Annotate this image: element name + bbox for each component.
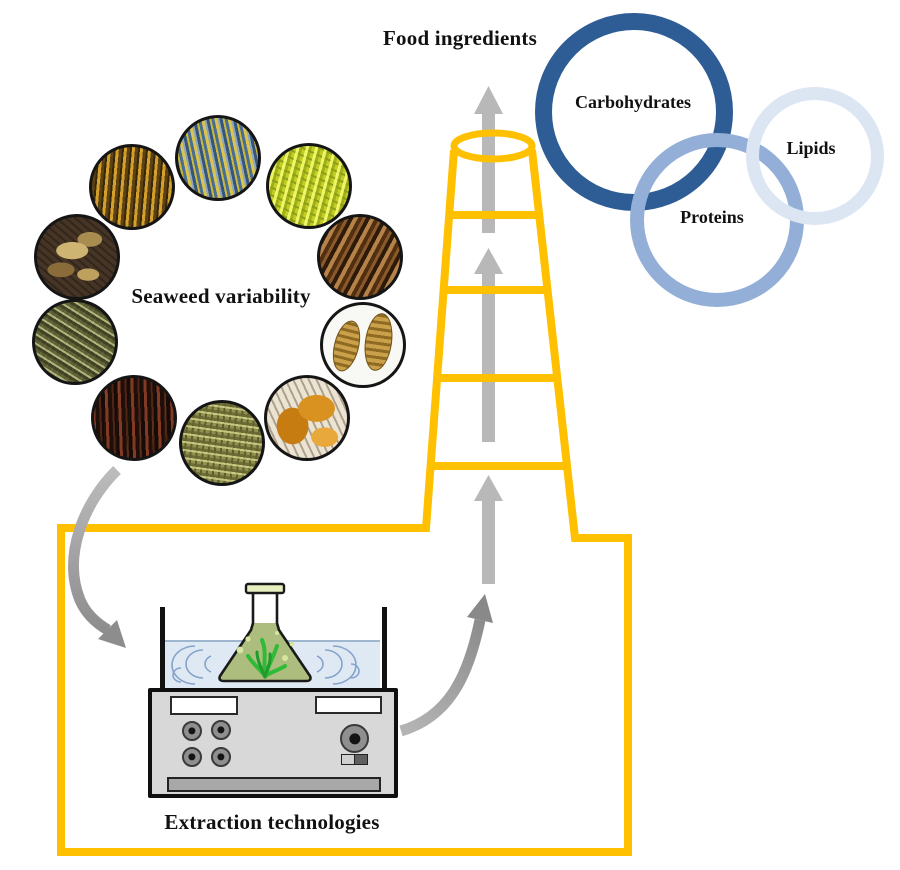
connector-arrows	[68, 466, 493, 737]
flow-arrow-middle	[474, 248, 503, 442]
device-knob-3	[182, 747, 202, 767]
food-ingredients-title: Food ingredients	[383, 26, 537, 50]
ultrasound-waves-icon	[171, 645, 360, 685]
device-display-right	[315, 696, 382, 714]
extraction-technologies-title: Extraction technologies	[164, 810, 380, 834]
flow-arrow-top	[474, 86, 503, 233]
device-knob-2	[211, 720, 231, 740]
seaweed-pod-left	[328, 317, 365, 375]
seaweed-photo-eelgrass-icon	[175, 115, 261, 201]
proteins-label: Proteins	[680, 207, 744, 227]
seaweed-photo-olive-branch-icon	[32, 299, 118, 385]
carbohydrates-label: Carbohydrates	[575, 92, 691, 112]
bath-post-right	[382, 607, 387, 690]
seaweed-variability-title: Seaweed variability	[131, 284, 311, 308]
flow-arrow-bottom	[474, 475, 503, 584]
chimney-top-opening	[450, 129, 536, 163]
device-main-knob	[340, 724, 369, 753]
toggle-cell-on	[355, 755, 367, 764]
device-toggle-switch	[341, 754, 368, 765]
seaweed-photo-yellow-green-branch-icon	[266, 143, 352, 229]
tower-flow-arrows	[474, 86, 503, 584]
factory-building-path	[57, 149, 632, 856]
seaweed-photo-rockweed-icon	[89, 144, 175, 230]
lipids-label: Lipids	[786, 138, 836, 158]
device-knob-1	[182, 721, 202, 741]
erlenmeyer-flask-icon	[218, 582, 312, 683]
device-display-left	[170, 696, 238, 715]
seaweed-photo-brown-kelp-icon	[317, 214, 403, 300]
bath-post-left	[160, 607, 165, 690]
seaweed-photo-orange-kelp-icon	[264, 375, 350, 461]
arrow-seaweed-to-extraction	[68, 466, 126, 648]
seaweed-photo-dark-red-icon	[91, 375, 177, 461]
seaweed-photo-knotted-wrack-icon	[179, 400, 265, 486]
factory-outline	[57, 129, 632, 856]
seaweed-photo-pods-icon	[320, 302, 406, 388]
arrow-extraction-to-tower	[399, 594, 493, 737]
seaweed-pod-right	[361, 311, 396, 373]
ultrasonic-bath-control-unit	[148, 688, 398, 798]
toggle-cell-off	[342, 755, 355, 764]
device-vent-grille	[167, 777, 381, 792]
seaweed-photo-fucus-brown-icon	[34, 214, 120, 300]
device-knob-4	[211, 747, 231, 767]
